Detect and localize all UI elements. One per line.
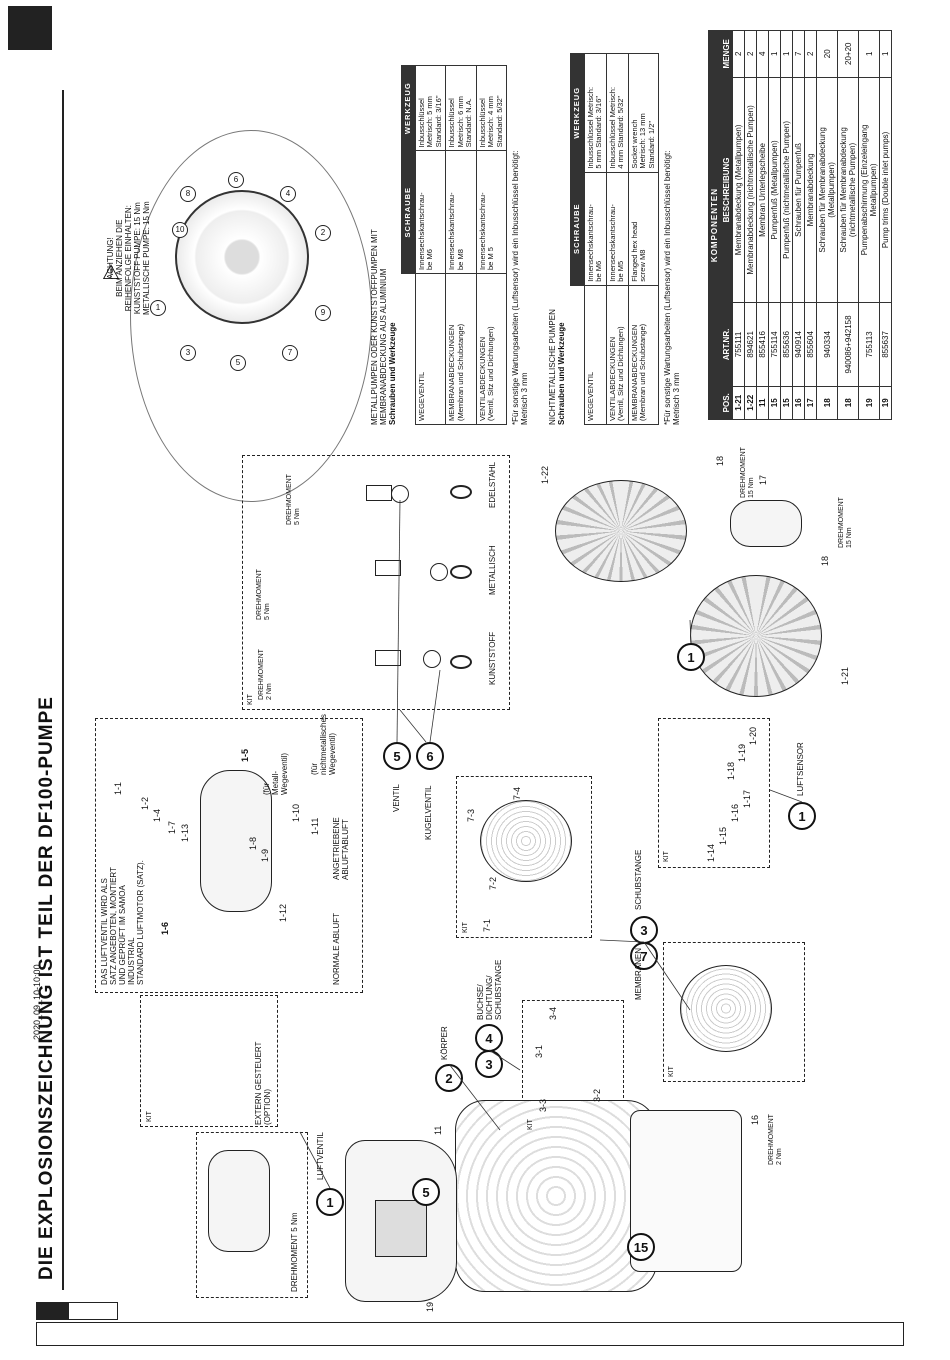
external-kit-box — [140, 995, 278, 1127]
title-rule — [62, 90, 64, 1290]
seq-2: 2 — [315, 225, 331, 241]
diaphragm-cover-plastic — [555, 480, 687, 582]
callout-3-buchse: 3 — [475, 1050, 503, 1078]
seq-5: 5 — [230, 355, 246, 371]
diaphragm-kit-box-1 — [456, 776, 592, 938]
diaphragm-kit-box-2 — [663, 942, 805, 1082]
seq-3: 3 — [180, 345, 196, 361]
callout-1-luftventil: 1 — [316, 1188, 344, 1216]
callout-15: 15 — [627, 1233, 655, 1261]
seat-ring-1 — [450, 655, 472, 669]
air-motor — [200, 770, 272, 912]
seat-ring-2 — [450, 565, 472, 579]
corner-block — [8, 6, 52, 50]
valve-cage-3 — [366, 485, 392, 501]
diaphragm-cover-metal — [690, 575, 822, 697]
footer-frame — [36, 1322, 904, 1346]
cover-plate — [730, 500, 802, 547]
valve-cage-1 — [375, 650, 401, 666]
diaphragm-1 — [480, 800, 572, 882]
air-motor-kit — [208, 1150, 270, 1252]
pump-display — [375, 1200, 427, 1257]
callout-1-cover: 1 — [677, 643, 705, 671]
air-valve-parts-box — [95, 718, 363, 993]
torque-sequence-diagram — [130, 130, 372, 502]
callout-3-membranen: 3 — [630, 916, 658, 944]
pump-face-diagram — [175, 190, 309, 324]
callout-4-buchse: 4 — [475, 1024, 503, 1052]
sensor-kit-box — [658, 718, 770, 868]
warning-icon: ⚠ — [102, 262, 120, 284]
footer-tab — [36, 1302, 118, 1320]
seq-9: 9 — [315, 305, 331, 321]
seat-ring-3 — [450, 485, 472, 499]
callout-5-ventil: 5 — [412, 1178, 440, 1206]
seq-10: 10 — [172, 222, 188, 238]
air-valve-kit-box — [196, 1132, 308, 1298]
valve-kit-box — [242, 455, 510, 710]
diaphragm-2 — [680, 965, 772, 1052]
seq-8: 8 — [180, 186, 196, 202]
seq-7: 7 — [282, 345, 298, 361]
seq-1: 1 — [150, 300, 166, 316]
valve-cage-2 — [375, 560, 401, 576]
valve-ball-plastic — [423, 650, 441, 668]
callout-1-luftsensor: 1 — [788, 802, 816, 830]
callout-6-kugelventil: 6 — [416, 742, 444, 770]
valve-ball-metal — [430, 563, 448, 581]
seq-4: 4 — [280, 186, 296, 202]
callout-5-ventil-2: 5 — [383, 742, 411, 770]
pump-body — [455, 1100, 657, 1292]
seq-6: 6 — [228, 172, 244, 188]
callout-2-koerper: 2 — [435, 1064, 463, 1092]
